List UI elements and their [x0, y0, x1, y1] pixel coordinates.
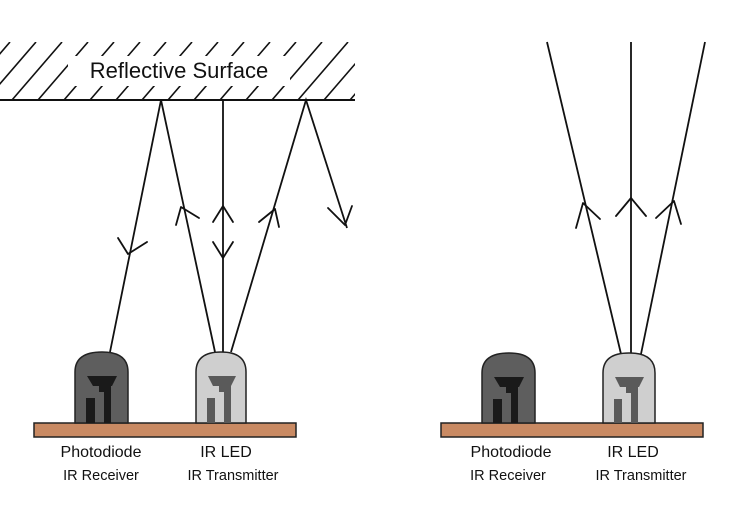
photodiode-cup [494, 377, 524, 387]
right-board [440, 422, 704, 438]
led-lead-right [626, 387, 638, 423]
left-labels: Photodiode IR Receiver IR LED IR Transmi… [61, 444, 279, 484]
arrow-center [615, 197, 647, 217]
ray-right-diverging [640, 41, 706, 355]
right-rays [546, 41, 706, 355]
transmitter-name-label: IR LED [607, 444, 659, 461]
circuit-board [440, 422, 704, 438]
photodiode-lead-left [493, 399, 502, 423]
hatch-line [349, 92, 355, 100]
hatch-line [0, 42, 11, 55]
photodiode-cup [87, 376, 117, 386]
surface-label: Reflective Surface [90, 58, 269, 83]
left-board [33, 422, 297, 438]
arrow-vertical-up [212, 205, 234, 223]
receiver-role-label: IR Receiver [63, 468, 139, 484]
right-photodiode [481, 352, 536, 424]
hatch-line [271, 42, 323, 100]
reflective-surface: Reflective Surface [0, 42, 426, 101]
transmitter-role-label: IR Transmitter [187, 468, 278, 484]
hatch-line [323, 62, 355, 100]
led-cup [208, 376, 236, 386]
arrow-up-from-led [175, 206, 200, 226]
arrow-up-right-led [258, 208, 280, 228]
led-lead-left [614, 399, 622, 423]
led-lead-left [207, 398, 215, 423]
surface-label-bg [68, 56, 290, 86]
arrow-left-diverging [575, 202, 601, 229]
transmitter-role-label: IR Transmitter [595, 468, 686, 484]
photodiode-lead-right [506, 387, 518, 423]
receiver-role-label: IR Receiver [470, 468, 546, 484]
arrow-down-to-receiver [117, 237, 148, 255]
ray-reflected-to-receiver [109, 99, 216, 353]
hatch-line [11, 42, 63, 100]
arrow-vertical-down [212, 241, 234, 259]
led-cup [615, 377, 644, 387]
photodiode-lead-left [86, 398, 95, 423]
hatch-line [297, 42, 349, 100]
hatch-line [376, 42, 426, 100]
circuit-board [33, 422, 297, 438]
right-ir-led [602, 352, 656, 424]
left-photodiode [74, 351, 129, 424]
receiver-name-label: Photodiode [61, 444, 142, 461]
arrow-away [327, 205, 353, 226]
left-rays [109, 96, 353, 353]
left-ir-led [195, 351, 247, 424]
ray-reflected-away [230, 96, 348, 353]
hatch-line [0, 42, 37, 85]
led-lead-right [219, 386, 231, 423]
right-labels: Photodiode IR Receiver IR LED IR Transmi… [470, 444, 687, 484]
receiver-name-label: Photodiode [471, 444, 552, 461]
arrow-right-diverging [655, 200, 682, 225]
transmitter-name-label: IR LED [200, 444, 252, 461]
photodiode-lead-right [99, 386, 111, 423]
ray-left-diverging [546, 41, 622, 355]
hatch-line [37, 42, 89, 100]
